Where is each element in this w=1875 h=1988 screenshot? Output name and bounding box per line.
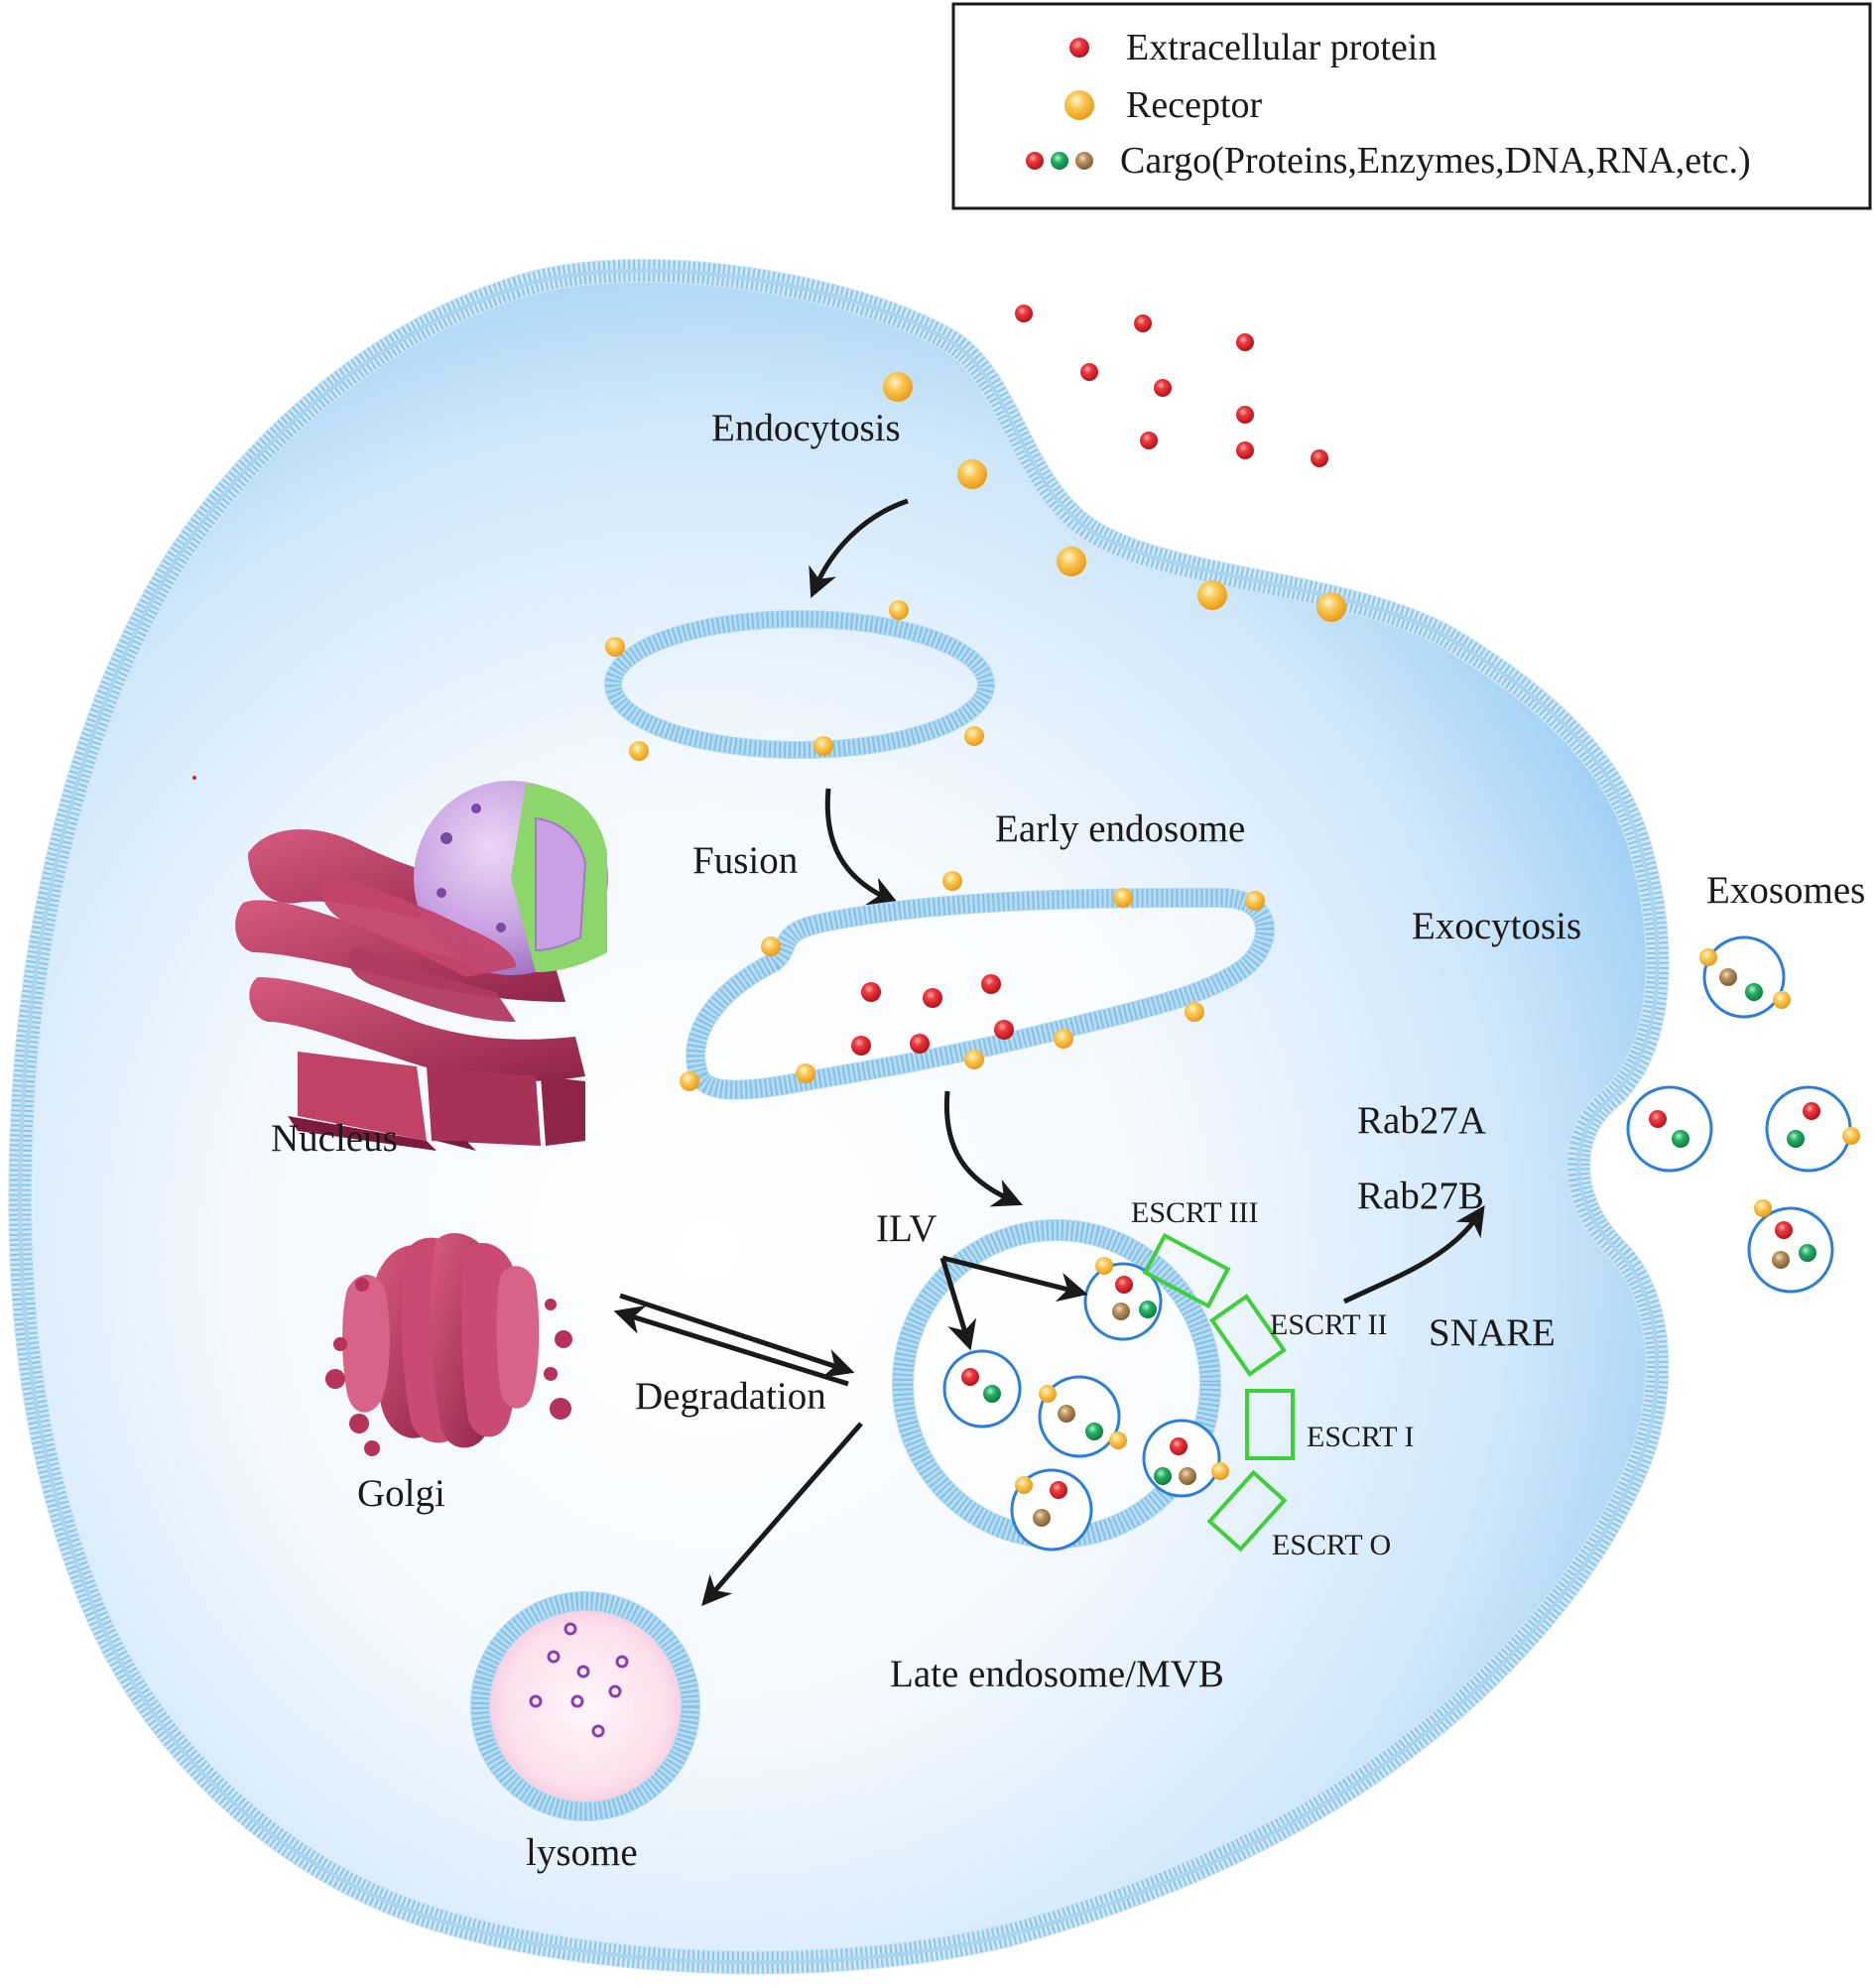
protein-dot	[994, 1020, 1014, 1040]
escrt3-complex	[1142, 1232, 1231, 1309]
legend-item-receptor: Receptor	[1064, 84, 1263, 126]
yellow-dot-icon	[1064, 90, 1094, 120]
escrt0-complex	[1206, 1469, 1288, 1553]
protein-dot	[851, 1036, 871, 1056]
exocytosis-arrow	[1342, 1205, 1485, 1305]
protein-dot	[923, 988, 942, 1008]
escrt1-complex	[1245, 1389, 1295, 1460]
ilv-arrow-1	[939, 1257, 977, 1351]
exosome	[1699, 935, 1791, 1019]
protein-dot	[1236, 406, 1254, 424]
legend-label: Extracellular protein	[1126, 27, 1437, 68]
ilv-vesicle	[1038, 1375, 1127, 1458]
late-endosome-label: Late endosome/MVB	[890, 1653, 1224, 1695]
nucleus-label: Nucleus	[271, 1117, 398, 1160]
ilv-arrow-2	[941, 1255, 1088, 1303]
receptor-dot	[796, 1063, 815, 1083]
receptor-dot	[1245, 891, 1265, 911]
mvb-to-lysosome-arrow	[701, 1422, 863, 1607]
endocytic-vesicle	[604, 600, 995, 761]
receptor-dot	[957, 459, 987, 489]
receptor-dot	[1113, 888, 1133, 908]
receptor-dot	[761, 936, 781, 956]
receptor-dot	[605, 637, 625, 657]
escrt2-complex	[1209, 1294, 1287, 1377]
fusion-label: Fusion	[692, 839, 798, 882]
protein-dot	[981, 974, 1001, 994]
golgi-label: Golgi	[357, 1472, 445, 1515]
protein-dot	[910, 1034, 930, 1054]
protein-dot	[1015, 305, 1033, 322]
escrt1-label: ESCRT I	[1307, 1421, 1415, 1453]
legend-item-extracellular-protein: Extracellular protein	[1069, 27, 1437, 68]
degradation-label: Degradation	[635, 1375, 826, 1418]
receptor-dot	[964, 1050, 984, 1069]
protein-dot	[1134, 314, 1152, 332]
legend-label: Cargo(Proteins,Enzymes,DNA,RNA,etc.)	[1120, 140, 1751, 182]
fusion-arrow	[824, 788, 899, 905]
early-endosome	[680, 871, 1276, 1100]
ilv-label: ILV	[876, 1207, 937, 1250]
legend-box: Extracellular protein Receptor Cargo(Pro…	[951, 2, 1872, 210]
protein-dot	[1236, 333, 1254, 351]
endocytosis-label: Endocytosis	[711, 407, 901, 449]
exosome	[1747, 1199, 1834, 1294]
late-endosome-mvb	[892, 1219, 1295, 1553]
exocytosis-label: Exocytosis	[1412, 905, 1581, 947]
protein-dot	[861, 982, 881, 1002]
golgi-apparatus	[325, 1232, 572, 1456]
endocytosis-arrow	[809, 498, 909, 599]
membrane-receptors	[883, 372, 1346, 622]
escrt0-label: ESCRT O	[1272, 1529, 1391, 1561]
endoplasmic-reticulum	[235, 829, 586, 1151]
receptor-dot	[680, 1071, 699, 1091]
small-mark	[192, 776, 196, 780]
legend-item-cargo: Cargo(Proteins,Enzymes,DNA,RNA,etc.)	[1026, 140, 1751, 182]
escrt3-label: ESCRT III	[1131, 1196, 1258, 1229]
protein-dot	[1140, 432, 1158, 449]
red-dot-icon	[1069, 38, 1089, 58]
protein-dot	[1154, 379, 1172, 397]
receptor-dot	[964, 726, 984, 746]
cargo-dots-icon	[1026, 152, 1093, 170]
receptor-dot	[1057, 547, 1086, 576]
exosomes-label: Exosomes	[1706, 869, 1865, 912]
snare-label: SNARE	[1429, 1311, 1556, 1354]
receptor-dot	[942, 871, 962, 891]
protein-dot	[1236, 441, 1254, 459]
receptor-dot	[1316, 592, 1346, 622]
receptor-dot	[629, 741, 649, 761]
extracellular-proteins	[1015, 305, 1328, 467]
lysosome	[470, 1591, 700, 1821]
receptor-dot	[1054, 1029, 1073, 1049]
ilv-vesicle	[1010, 1468, 1093, 1552]
rab27a-label: Rab27A	[1357, 1099, 1486, 1142]
legend-label: Receptor	[1126, 84, 1263, 126]
receptor-dot	[1185, 1002, 1204, 1022]
protein-dot	[1311, 449, 1328, 467]
golgi-to-mvb-arrow	[619, 1293, 855, 1378]
maturation-arrow	[943, 1090, 1023, 1207]
receptor-dot	[883, 372, 913, 402]
receptor-dot	[813, 736, 833, 756]
receptor-dot	[1197, 580, 1227, 610]
nucleus-organelle	[235, 781, 608, 1151]
rab27b-label: Rab27B	[1357, 1175, 1484, 1217]
protein-dot	[1080, 363, 1098, 381]
escrt2-label: ESCRT II	[1270, 1308, 1388, 1341]
lysosome-label: lysome	[526, 1831, 638, 1874]
ilv-vesicle	[1142, 1419, 1229, 1498]
mvb-to-golgi-arrow	[613, 1305, 849, 1387]
ilv-vesicle	[942, 1349, 1022, 1429]
exosome	[1626, 1085, 1713, 1173]
early-endosome-label: Early endosome	[995, 808, 1245, 850]
receptor-dot	[889, 600, 909, 620]
exosome	[1765, 1085, 1860, 1173]
